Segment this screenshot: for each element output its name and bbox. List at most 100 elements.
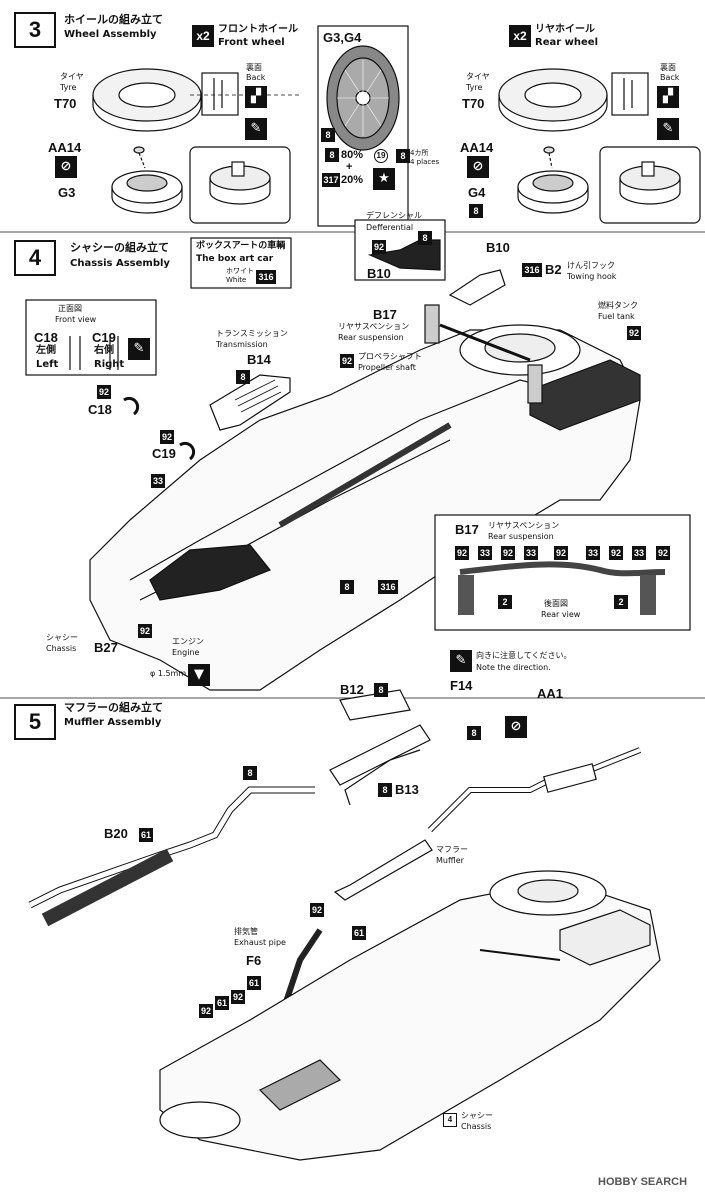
susp-color-5: 92 xyxy=(554,546,568,560)
plus-sign: + xyxy=(346,161,353,173)
diff-en: Defferential xyxy=(366,223,414,232)
exhaust-color-61-left: 61 xyxy=(215,996,229,1010)
chassis-en: Chassis xyxy=(46,644,77,653)
left-en: Left xyxy=(36,359,59,370)
susp-color-1: 92 xyxy=(455,546,469,560)
rear-susp-en: Rear suspension xyxy=(338,333,404,342)
b2-label: B2 xyxy=(545,262,562,277)
direction-jp: 向きに注意してください。 xyxy=(476,651,572,660)
places-jp: 4カ所 xyxy=(410,149,429,157)
front-wheel-part: G3 xyxy=(58,185,76,200)
direction-en: Note the direction. xyxy=(476,663,551,672)
c19-label: C19 xyxy=(152,446,176,461)
star-mark-icon: ★ xyxy=(373,168,395,190)
prop-jp: プロペラシャフト xyxy=(358,352,422,361)
front-view-en: Front view xyxy=(55,315,97,324)
paint-brush-icon: ✎ xyxy=(245,118,267,140)
trans-en: Transmission xyxy=(216,340,268,349)
places-en: 4 places xyxy=(410,158,440,166)
b12-label: B12 xyxy=(340,682,364,697)
rear-wheel-label-en: Rear wheel xyxy=(535,37,598,48)
b10-label: B10 xyxy=(486,240,510,255)
rear-susp-jp: リヤサスペンション xyxy=(338,322,410,331)
exhaust-en: Exhaust pipe xyxy=(234,938,286,947)
color-317-badge: 317 xyxy=(322,173,340,187)
front-wheel-label-en: Front wheel xyxy=(218,37,285,48)
white-en: White xyxy=(226,276,247,284)
b13-color-8: 8 xyxy=(378,783,392,797)
tyre-label-jp-rear: タイヤ xyxy=(466,72,490,81)
f6-label: F6 xyxy=(246,953,262,968)
cement-icon: ⊘ xyxy=(55,156,77,178)
towing-en: Towing hook xyxy=(567,272,617,281)
fuel-en: Fuel tank xyxy=(598,312,635,321)
back-label-en-rear: Back xyxy=(660,73,680,82)
b13-label: B13 xyxy=(395,782,419,797)
tyre-label-en-front: Tyre xyxy=(60,83,77,92)
b27-label: B27 xyxy=(94,640,118,655)
cap-part-rear: AA14 xyxy=(460,140,494,155)
color-8-mix-badge: 8 xyxy=(325,148,339,162)
chassis-ref-jp: シャシー xyxy=(461,1111,493,1120)
c18-front-label: C18 xyxy=(34,330,58,345)
exhaust-color-61-mid: 61 xyxy=(247,976,261,990)
cement-icon: ⊘ xyxy=(467,156,489,178)
engine-color-33: 33 xyxy=(151,474,165,488)
diff-jp: デフレンシャル xyxy=(366,211,422,220)
chassis-step-ref: 4 xyxy=(443,1113,457,1127)
color-8-rear-badge: 8 xyxy=(469,204,483,218)
tyre-part-front: T70 xyxy=(54,96,77,111)
b2-color-316: 316 xyxy=(522,263,542,277)
prop-color-92: 92 xyxy=(340,354,354,368)
engine-jp: エンジン xyxy=(172,637,204,646)
pct-80: 80% xyxy=(341,149,364,161)
susp-color-7: 92 xyxy=(609,546,623,560)
f14-label: F14 xyxy=(450,678,473,693)
susp-color-6: 33 xyxy=(586,546,600,560)
right-en: Right xyxy=(94,359,125,370)
drill-icon: ▼ xyxy=(188,664,210,686)
diff-color-8: 8 xyxy=(418,231,432,245)
paint-brush-icon: ✎ xyxy=(450,650,472,672)
color-19-badge: 19 xyxy=(374,149,388,163)
step-5-number: 5 xyxy=(14,704,56,740)
step-3-title-jp: ホイールの組み立て xyxy=(64,13,163,26)
towing-jp: けん引フック xyxy=(567,261,615,270)
left-jp: 左側 xyxy=(36,345,56,356)
susp-color-9: 92 xyxy=(656,546,670,560)
exhaust-color-92-right: 92 xyxy=(231,990,245,1004)
susp-color-3: 92 xyxy=(501,546,515,560)
chassis-ref-en: Chassis xyxy=(461,1122,492,1131)
step-4-number: 4 xyxy=(14,240,56,276)
b14-label: B14 xyxy=(247,352,271,367)
b10-diff-label: B10 xyxy=(367,266,391,281)
susp-color-2: 33 xyxy=(478,546,492,560)
flag-icon: ▞ xyxy=(657,86,679,108)
c18-color-92: 92 xyxy=(97,385,111,399)
paint-brush-icon: ✎ xyxy=(657,118,679,140)
c19-front-label: C19 xyxy=(92,330,116,345)
box-art-en: The box art car xyxy=(196,254,274,264)
exhaust-color-61-top: 61 xyxy=(352,926,366,940)
x2-rear-icon: x2 xyxy=(509,25,531,47)
b12-color-8: 8 xyxy=(374,683,388,697)
b14-color-8: 8 xyxy=(236,370,250,384)
wheel-title: G3,G4 xyxy=(323,30,362,45)
exhaust-jp: 排気管 xyxy=(234,927,258,936)
trans-jp: トランスミッション xyxy=(216,329,288,338)
fuel-color-92: 92 xyxy=(627,326,641,340)
back-label-jp-rear: 裏面 xyxy=(660,63,676,72)
muffler-en: Muffler xyxy=(436,856,464,865)
rear-wheel-part: G4 xyxy=(468,185,486,200)
susp-color-8: 33 xyxy=(632,546,646,560)
rear-view-jp: 後面図 xyxy=(544,599,568,608)
flag-icon: ▞ xyxy=(245,86,267,108)
b17-detail-jp: リヤサスペンション xyxy=(488,521,560,530)
front-wheel-label-jp: フロントホイール xyxy=(218,24,298,35)
pct-20: 20% xyxy=(341,174,364,186)
engine-color-92: 92 xyxy=(138,624,152,638)
diff-color-92: 92 xyxy=(372,240,386,254)
exhaust-color-92-left: 92 xyxy=(199,1004,213,1018)
